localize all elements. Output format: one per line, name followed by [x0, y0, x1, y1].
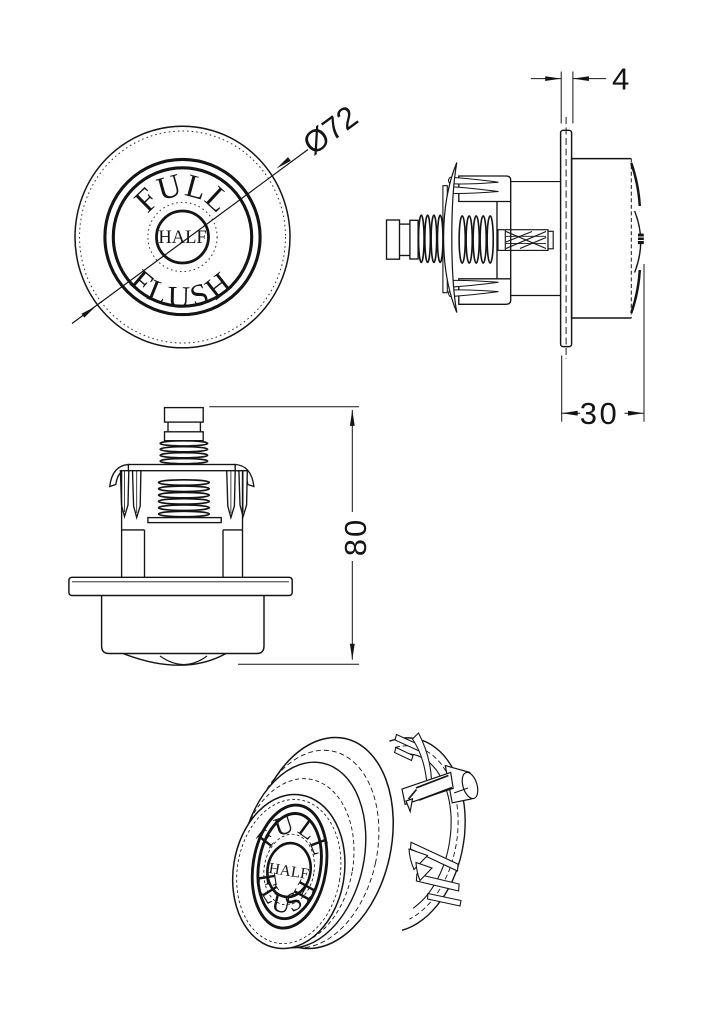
svg-text:4: 4 — [612, 62, 629, 97]
svg-text:80: 80 — [338, 518, 373, 556]
svg-text:HALF: HALF — [158, 228, 206, 248]
svg-text:30: 30 — [580, 396, 619, 431]
svg-text:HALF: HALF — [267, 860, 310, 883]
